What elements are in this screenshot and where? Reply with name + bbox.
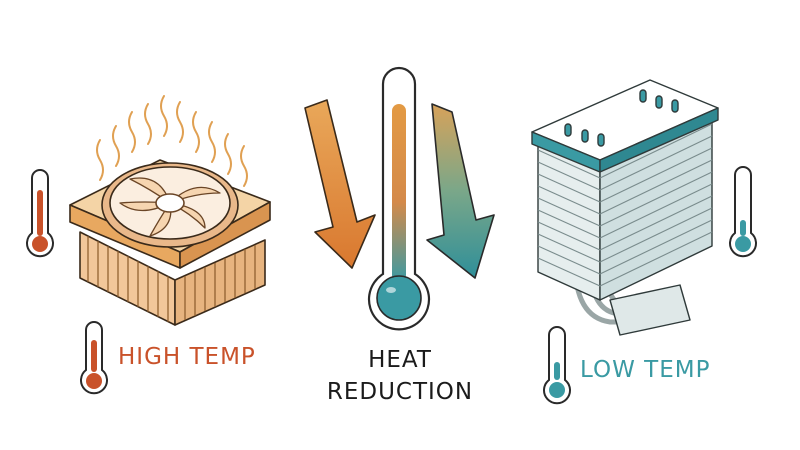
thermometer-cool-icon-bottom — [543, 326, 571, 405]
arrow-down-icon-left — [304, 99, 376, 269]
high-temp-label: HIGH TEMP — [118, 344, 256, 370]
fan-heatsink-fins — [79, 231, 266, 326]
heat-reduction-label: HEAT REDUCTION — [320, 344, 480, 408]
heat-reduction-line1: HEAT — [368, 347, 432, 373]
tower-heatsink-icon — [531, 79, 719, 336]
cpu-fan-cooler-icon — [69, 95, 271, 326]
thermometer-center-icon — [367, 66, 431, 331]
thermometer-cool-icon-right — [729, 166, 757, 258]
low-temp-label: LOW TEMP — [580, 357, 711, 383]
arrow-down-icon-right — [426, 103, 495, 279]
heat-waves-icon — [96, 95, 248, 187]
thermometer-hot-icon-left — [26, 169, 54, 258]
thermometer-hot-icon-bottom — [80, 321, 108, 395]
heat-reduction-line2: REDUCTION — [326, 379, 474, 405]
